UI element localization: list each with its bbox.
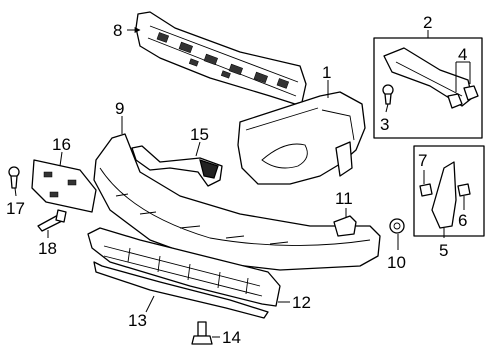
callout-16: 16 bbox=[52, 135, 71, 154]
callout-6: 6 bbox=[458, 211, 467, 230]
bolt-part-3[interactable] bbox=[382, 84, 394, 105]
callout-11: 11 bbox=[335, 189, 353, 208]
callout-10: 10 bbox=[387, 253, 406, 272]
lower-grille-part[interactable] bbox=[87, 227, 281, 307]
nut-part-6[interactable] bbox=[457, 183, 471, 197]
callout-13: 13 bbox=[128, 311, 147, 330]
clip-part-7[interactable] bbox=[419, 183, 433, 197]
push-pin-part[interactable] bbox=[8, 166, 20, 189]
leader-lines bbox=[14, 27, 471, 338]
callout-15: 15 bbox=[190, 125, 209, 144]
callout-4: 4 bbox=[458, 45, 467, 64]
callout-17: 17 bbox=[6, 199, 25, 218]
nut-part-4[interactable] bbox=[447, 85, 479, 109]
callout-14: 14 bbox=[222, 328, 241, 347]
bumper-cover-part[interactable] bbox=[93, 133, 381, 271]
callout-9: 9 bbox=[115, 99, 124, 118]
license-bracket-part[interactable] bbox=[31, 159, 97, 213]
side-bracket-part[interactable] bbox=[431, 161, 457, 229]
callout-5: 5 bbox=[439, 241, 448, 260]
callout-1: 1 bbox=[322, 63, 331, 82]
callout-3: 3 bbox=[380, 115, 389, 134]
bolt-part-14[interactable] bbox=[191, 321, 213, 345]
fog-lamp-garnish-part[interactable] bbox=[131, 145, 223, 187]
callout-7: 7 bbox=[418, 151, 427, 170]
callout-2: 2 bbox=[423, 13, 432, 32]
callout-8: 8 bbox=[113, 21, 122, 40]
retainer-part[interactable] bbox=[37, 209, 67, 232]
bracket-part-11[interactable] bbox=[333, 215, 357, 237]
lower-moulding-part[interactable] bbox=[93, 261, 269, 319]
bumper-side-cover-part[interactable] bbox=[237, 91, 366, 185]
callout-18: 18 bbox=[38, 239, 57, 258]
impact-absorber-part[interactable] bbox=[135, 11, 307, 105]
screw-part-10[interactable] bbox=[389, 218, 405, 234]
callout-12: 12 bbox=[292, 293, 311, 312]
callout-labels: 1 2 3 4 5 6 7 8 9 10 11 12 13 14 15 16 1… bbox=[6, 13, 467, 347]
